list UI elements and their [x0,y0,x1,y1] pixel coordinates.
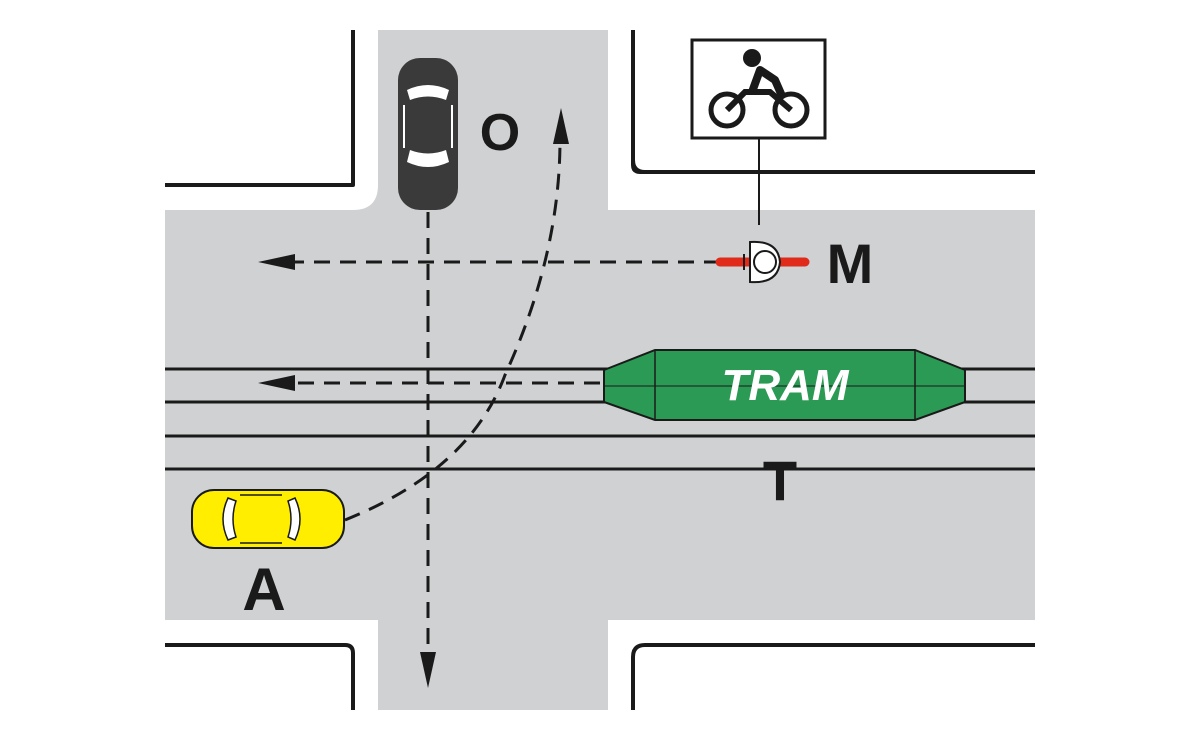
movement-paths [295,139,720,655]
arrow-left-icon [258,375,295,391]
path-car-a [344,139,562,522]
car-o [398,58,458,210]
label-car-a: A [242,556,285,623]
arrow-down-icon [420,652,436,688]
tram: TRAM [603,349,966,421]
arrow-up-icon [553,108,569,144]
label-car-o: O [480,104,520,162]
car-a [191,489,345,549]
motorcycle-icon [708,49,810,129]
label-tram-track: T [763,449,797,512]
label-motorcycle: M [827,232,874,295]
motorcycle [715,240,810,284]
arrow-left-icon [258,254,295,270]
motorcycle-sign [690,38,827,225]
curbs [165,30,1035,710]
tram-label: TRAM [721,361,849,410]
arrowheads [258,108,569,688]
